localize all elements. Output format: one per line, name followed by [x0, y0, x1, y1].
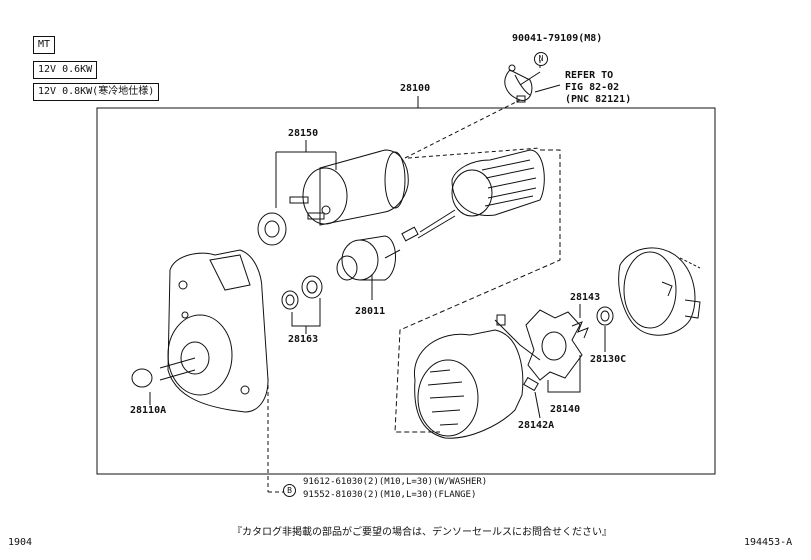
part-28130c[interactable]: 28130C: [590, 354, 627, 365]
washers: [281, 275, 323, 334]
footer-date: 1904: [8, 537, 33, 548]
bracket-28150: [275, 140, 337, 208]
bushing: [596, 306, 614, 352]
part-28142a[interactable]: 28142A: [518, 420, 555, 431]
footer-note: 『カタログ非掲載の部品がご要望の場合は、デンソーセールスにお問合せください』: [232, 527, 612, 538]
footer-illustration-number: 194453-A: [744, 537, 793, 548]
part-28140[interactable]: 28140: [550, 404, 581, 415]
wire-harness: [504, 60, 561, 103]
assembly-frame: [96, 107, 716, 475]
refer-pnc: (PNC 82121): [565, 94, 632, 105]
voltage-tag-06: 12V 0.6KW: [33, 61, 98, 79]
part-28011[interactable]: 28011: [355, 306, 386, 317]
solenoid: [257, 149, 409, 246]
part-28110a[interactable]: 28110A: [130, 405, 167, 416]
circle-b-marker: B: [283, 484, 296, 497]
front-housing: [131, 249, 269, 413]
part-28163[interactable]: 28163: [288, 334, 319, 345]
clutch-pinion: [336, 235, 401, 300]
yoke: [414, 314, 541, 439]
refer-to-line: REFER TO: [565, 70, 614, 81]
part-28150[interactable]: 28150: [288, 128, 319, 139]
voltage-tag-08: 12V 0.8KW(寒冷地仕様): [33, 83, 160, 101]
refer-fig-link[interactable]: FIG 82-02: [565, 82, 620, 93]
brush-holder: [525, 309, 583, 393]
bolt-flange[interactable]: 91552-81030(2)(M10,L=30)(FLANGE): [303, 490, 477, 500]
part-28100[interactable]: 28100: [400, 83, 431, 94]
dashed-group: [394, 149, 561, 433]
bolt-washer[interactable]: 91612-61030(2)(M10,L=30)(W/WASHER): [303, 477, 488, 487]
brush-spring: [571, 304, 589, 339]
harness-leader: [404, 99, 521, 159]
end-cover: [618, 247, 701, 336]
armature: [401, 149, 545, 242]
circle-n-marker: N: [534, 52, 548, 66]
bolt-part-number[interactable]: 90041-79109(M8): [512, 33, 603, 44]
mt-tag: MT: [33, 36, 56, 54]
part-28143[interactable]: 28143: [570, 292, 601, 303]
